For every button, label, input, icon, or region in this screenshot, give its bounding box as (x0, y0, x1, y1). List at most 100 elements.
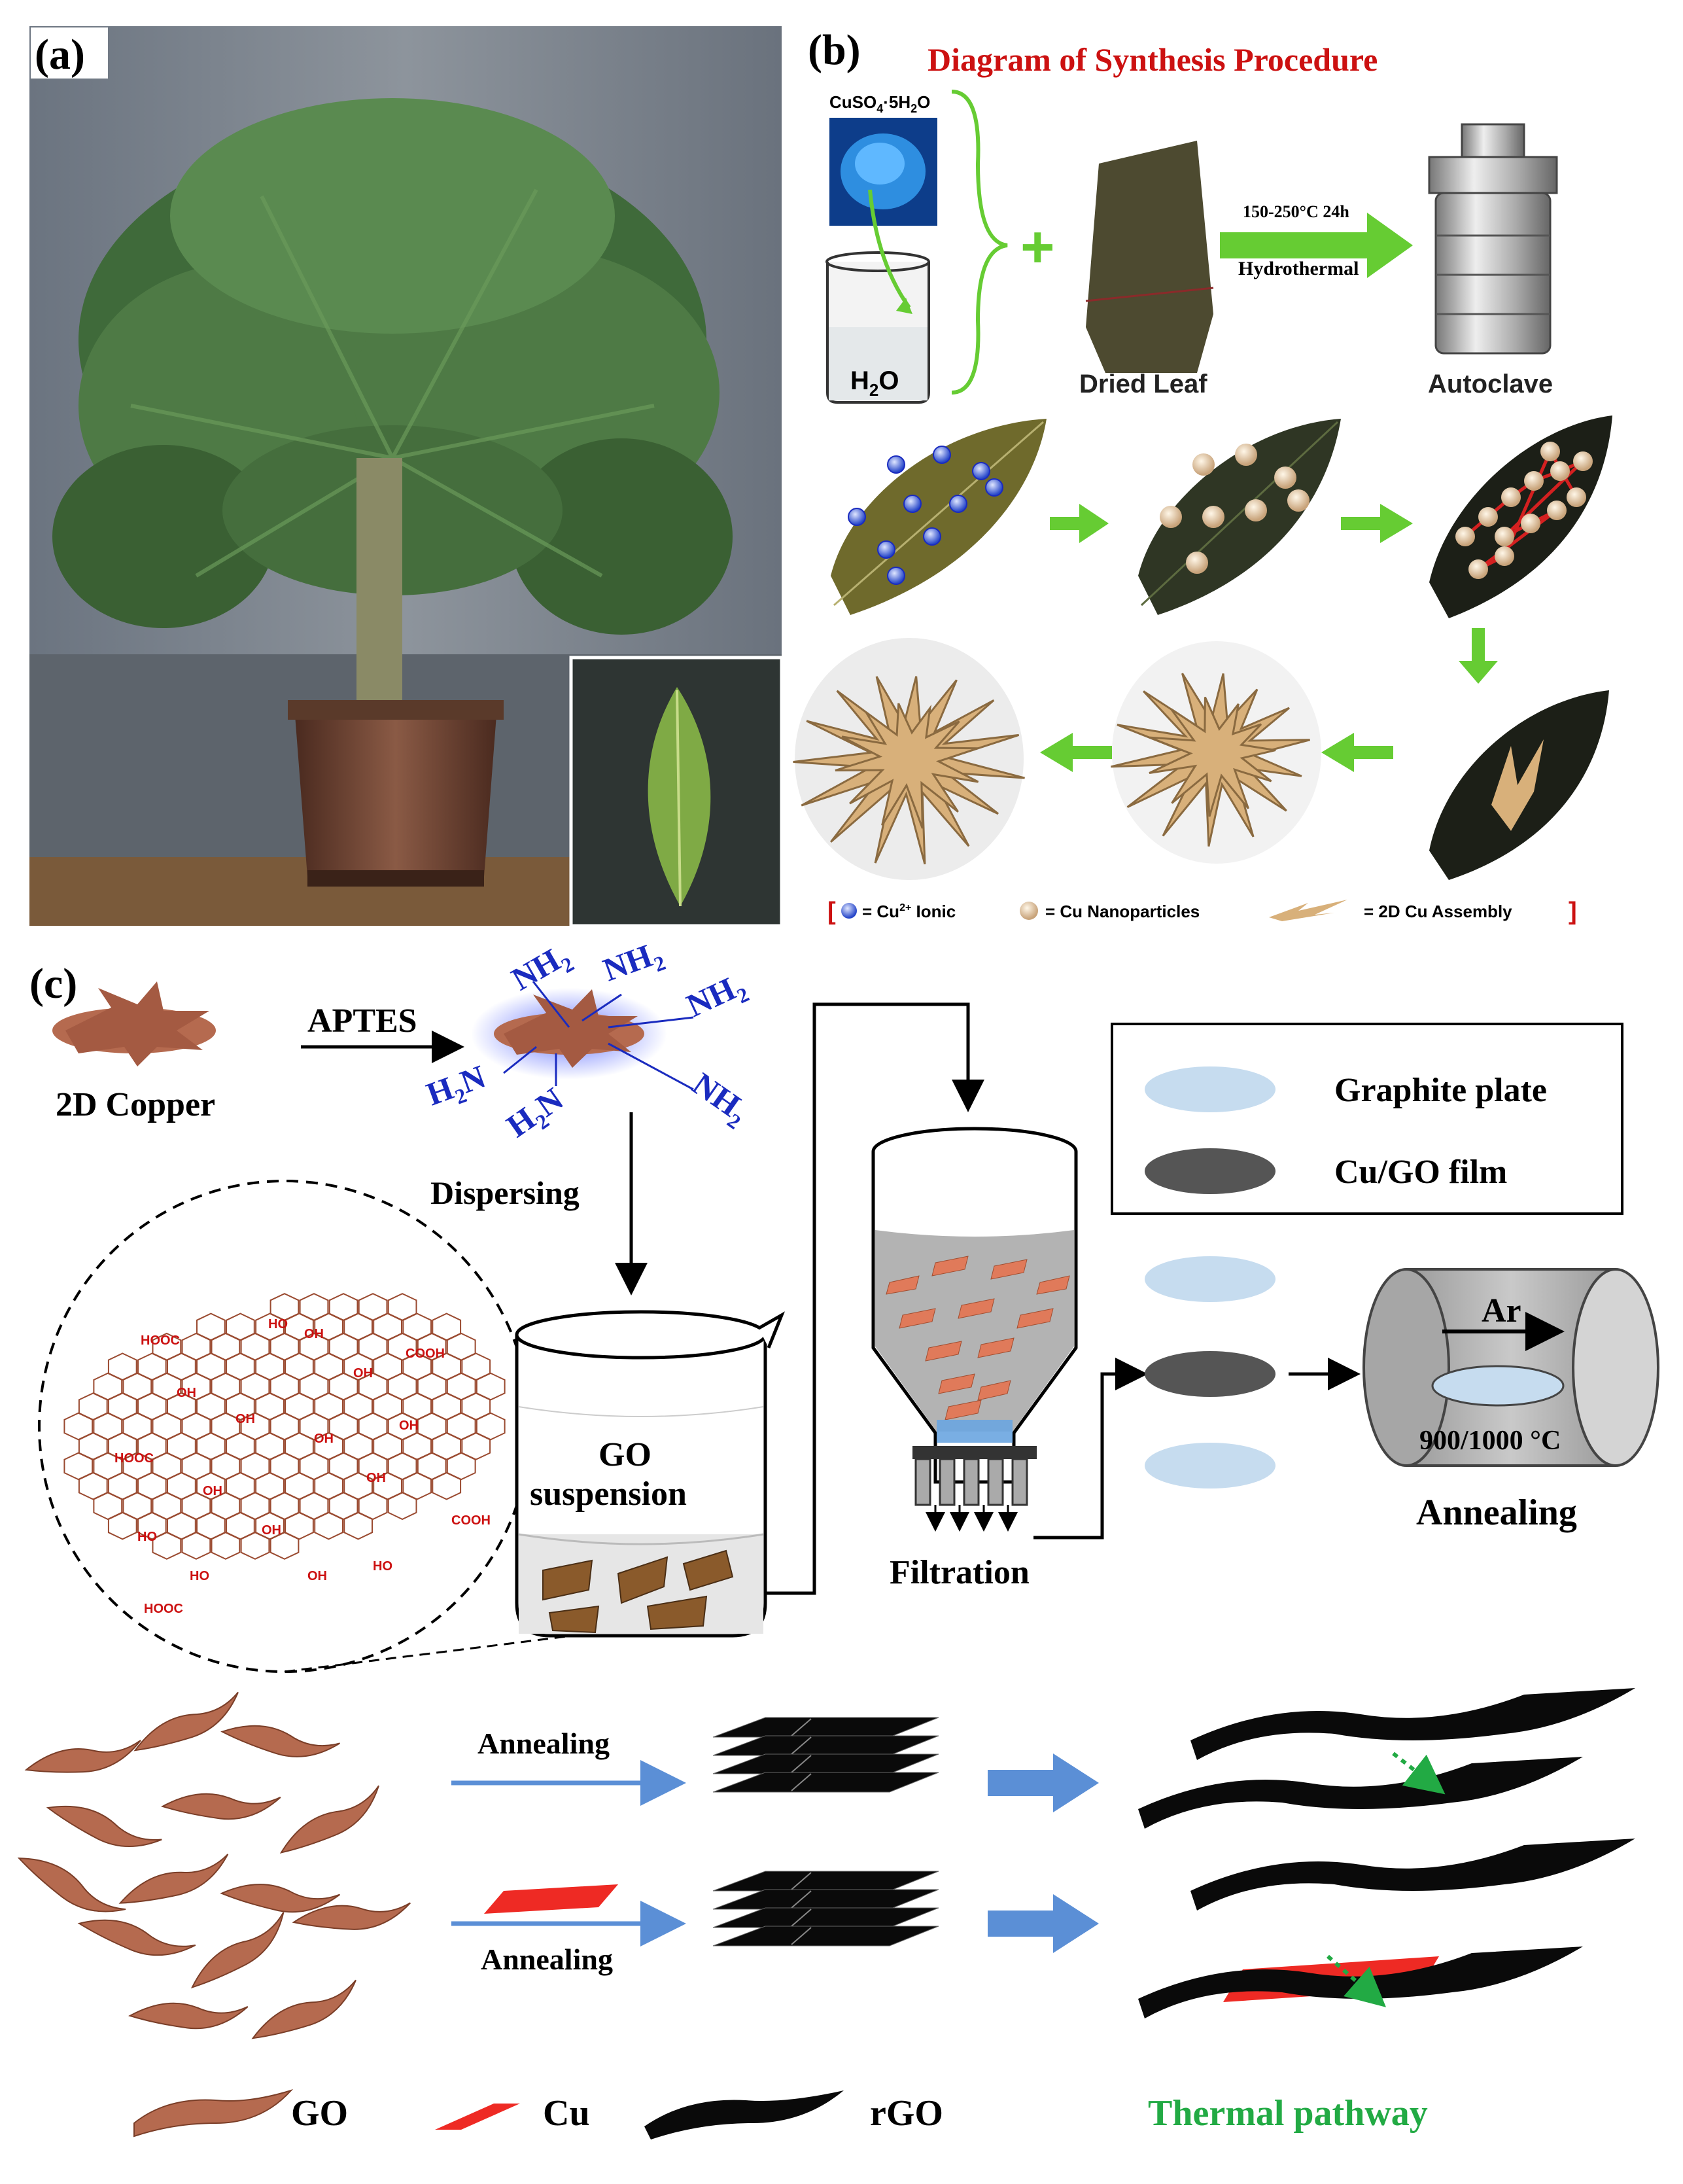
cu-spike-cluster (1149, 696, 1276, 817)
go-flake (292, 1902, 411, 1930)
go-functional-group: COOH (406, 1347, 445, 1361)
go-hexagon (78, 1392, 108, 1421)
go-hexagon (343, 1352, 373, 1381)
rgo-sheet (712, 1907, 939, 1928)
annealing-top-label: Annealing (477, 1727, 610, 1760)
go-hexagon (373, 1312, 402, 1341)
go-flake (24, 1740, 141, 1773)
rgo-sheet (712, 1772, 939, 1793)
go-hexagon (358, 1372, 388, 1401)
rgo-legend-icon (644, 2090, 844, 2140)
go-legend-label: GO (291, 2093, 348, 2134)
film-legend-label: Cu/GO film (1334, 1154, 1507, 1191)
go-hexagon (314, 1352, 343, 1381)
go-hexagon (181, 1532, 211, 1560)
svg-text:]: ] (1569, 898, 1577, 925)
go-hexagon (137, 1471, 167, 1500)
cu-ion (887, 567, 905, 585)
go-hexagon (137, 1511, 167, 1540)
svg-text:= Cu2+ Ionic: = Cu2+ Ionic (862, 902, 956, 921)
go-flake (133, 1691, 239, 1752)
go-hexagon (240, 1452, 270, 1481)
annealing-furnace (1362, 1268, 1659, 1467)
go-hexagon (196, 1352, 226, 1381)
dried-leaf-label: Dried Leaf (1079, 370, 1207, 398)
sheet-seam (791, 1927, 812, 1945)
plant-trunk (356, 458, 402, 713)
step-arrow-2 (1341, 504, 1413, 543)
copper-label: 2D Copper (56, 1086, 215, 1123)
go-hexagon (196, 1312, 226, 1341)
2d-copper-icon (52, 981, 216, 1066)
go-functional-group: HOOC (141, 1333, 180, 1348)
cu-nanoparticle (1186, 552, 1208, 574)
go-hexagon (432, 1432, 462, 1460)
cu-legend-icon (435, 2104, 520, 2130)
go-hexagon (269, 1532, 300, 1560)
go-flake (220, 1884, 341, 1913)
cu-nanoparticle (1287, 489, 1310, 512)
go-hexagon (299, 1452, 329, 1481)
cu-nanoparticle (1235, 444, 1257, 466)
go-hexagon (269, 1452, 300, 1481)
cu-go-film (1145, 1351, 1275, 1397)
go-hexagon (181, 1372, 211, 1401)
go-hexagon (373, 1432, 402, 1460)
cu-nanoparticle (1567, 487, 1586, 507)
amine-group-2: NH2 (599, 934, 668, 993)
go-hexagon (446, 1412, 476, 1441)
go-hexagon (417, 1412, 447, 1441)
go-functional-group: HO (268, 1317, 288, 1331)
go-functional-group: OH (304, 1327, 324, 1341)
hydrothermal-label: Hydrothermal (1238, 258, 1359, 279)
autoclave (1428, 123, 1558, 355)
go-hexagon (211, 1332, 241, 1361)
go-hexagon (196, 1392, 226, 1421)
go-hexagon (226, 1471, 255, 1500)
plus-sign: + (1020, 215, 1055, 280)
film-legend-box: Graphite plate Cu/GO film (1111, 1023, 1623, 1215)
go-hexagon (122, 1412, 152, 1441)
go-hexagon (93, 1412, 123, 1441)
go-hexagon (226, 1392, 255, 1421)
aptes-label: APTES (307, 1002, 417, 1040)
go-functional-group: OH (314, 1432, 334, 1446)
cu-spike-cluster (835, 703, 979, 829)
go-functional-group: HO (373, 1559, 392, 1574)
go-hexagon (328, 1293, 358, 1321)
go-hexagon (269, 1492, 300, 1521)
go-functional-group: COOH (451, 1513, 491, 1528)
cu-nanoparticle (1501, 487, 1521, 507)
go-hexagon (211, 1372, 241, 1401)
go-hexagon (314, 1432, 343, 1460)
cu-nanoparticle (1192, 453, 1215, 476)
go-hexagon (328, 1372, 358, 1401)
water-formula: H2O (850, 366, 899, 400)
panel-b: (b) Diagram of Synthesis Procedure CuSO4… (793, 26, 1612, 925)
go-hexagon (299, 1412, 329, 1441)
go-hexagon (285, 1432, 314, 1460)
h2n-group-1: H2N (422, 1058, 492, 1118)
go-hexagon (152, 1332, 182, 1361)
go-hexagon (152, 1492, 182, 1521)
go-hexagon (402, 1432, 432, 1460)
go-hexagon (387, 1372, 417, 1401)
cu-nanoparticle (1468, 559, 1488, 579)
rgo-sheet (712, 1717, 939, 1738)
go-hexagon (93, 1452, 123, 1481)
go-hexagon (299, 1372, 329, 1401)
go-hexagon (314, 1312, 343, 1341)
go-hexagon (402, 1312, 432, 1341)
go-hexagon (137, 1392, 167, 1421)
go-legend-icon (133, 2088, 294, 2138)
graphite-plate-top (1145, 1256, 1275, 1302)
go-hexagon (152, 1532, 182, 1560)
go-hexagon (358, 1293, 388, 1321)
go-flake (17, 1858, 126, 1912)
dried-leaf (1085, 141, 1214, 373)
go-functional-group: OH (262, 1523, 281, 1538)
go-hexagon (328, 1412, 358, 1441)
go-hexagon (387, 1293, 417, 1321)
hydrothermal-arrow (1220, 213, 1413, 278)
